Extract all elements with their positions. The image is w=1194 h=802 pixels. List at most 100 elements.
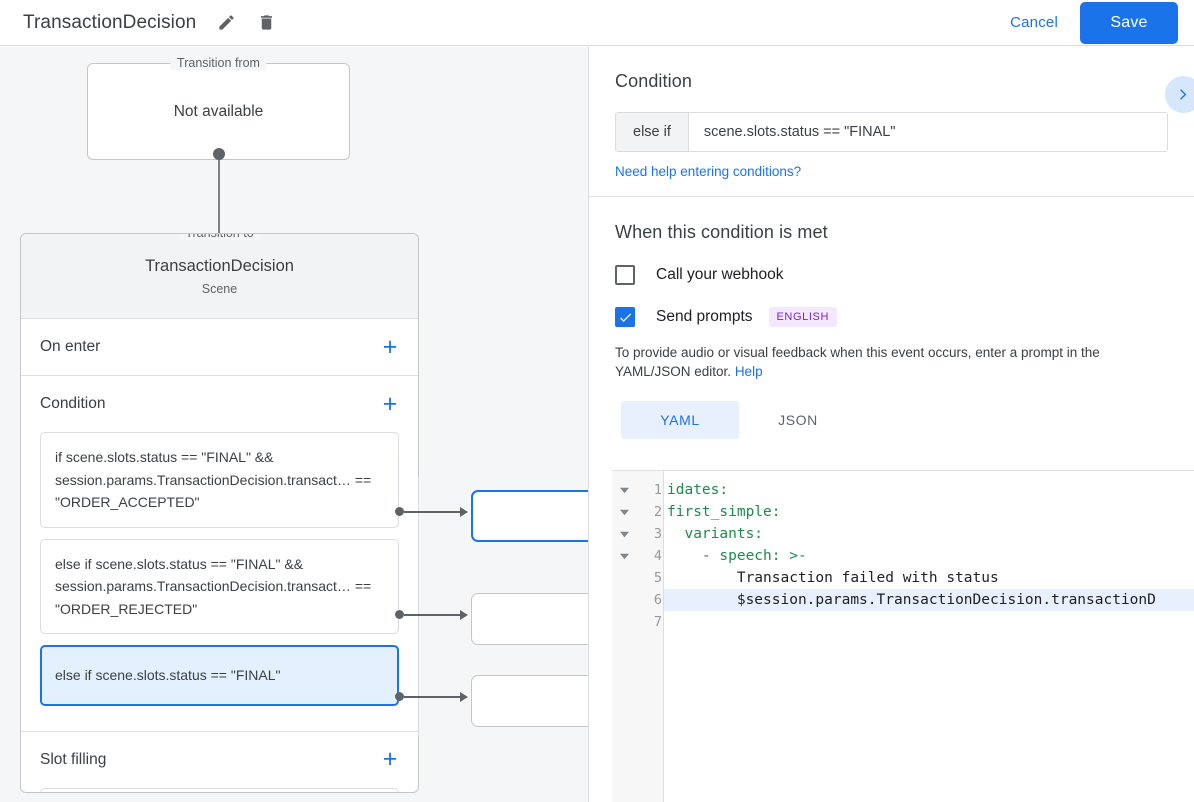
section-condition-title: Condition — [40, 395, 106, 412]
tab-yaml[interactable]: YAML — [621, 401, 739, 439]
cancel-button[interactable]: Cancel — [1000, 6, 1068, 39]
target-node-1[interactable] — [471, 490, 588, 542]
delete-trash-icon[interactable] — [254, 11, 278, 35]
code-line[interactable]: first_simple: — [664, 501, 1194, 523]
code-token-key: - speech: >- — [667, 548, 807, 564]
connector-arrowhead-icon — [460, 610, 468, 620]
connector-2 — [395, 610, 475, 620]
connector-line — [404, 614, 462, 616]
canvas-inner: Transition from Not available Transition… — [0, 47, 588, 802]
line-number: 1 — [653, 482, 662, 498]
condition-list-item[interactable]: else if scene.slots.status == "FINAL" &&… — [40, 538, 399, 634]
line-number: 5 — [653, 570, 662, 586]
code-token-text: $session.params.TransactionDecision.tran… — [667, 592, 1156, 608]
scene-type: Scene — [201, 281, 238, 296]
section-slot-filling: Slot filling + Slot validation — [21, 732, 418, 792]
when-condition-met-section: When this condition is met Call your web… — [589, 197, 1194, 439]
code-token-text: Transaction failed with status — [667, 570, 999, 586]
section-condition-body: if scene.slots.status == "FINAL" && sess… — [21, 432, 418, 731]
call-webhook-label: Call your webhook — [656, 266, 784, 283]
condition-field[interactable]: else if — [615, 112, 1168, 152]
add-on-enter-icon[interactable]: + — [382, 332, 398, 361]
code-line[interactable] — [664, 611, 1194, 633]
connector-dot — [395, 507, 404, 516]
slot-validation-item[interactable]: Slot validation — [40, 787, 399, 792]
connector-1 — [395, 507, 475, 517]
section-condition-header: Condition + — [21, 376, 418, 432]
code-line[interactable]: - speech: >- — [664, 545, 1194, 567]
section-on-enter: On enter + — [21, 319, 418, 376]
condition-list-item-selected[interactable]: else if scene.slots.status == "FINAL" — [40, 645, 399, 706]
edit-pencil-icon[interactable] — [214, 11, 238, 35]
condition-details-panel: Condition else if Need help entering con… — [588, 47, 1194, 802]
fold-toggle-icon[interactable] — [612, 545, 636, 567]
code-line[interactable]: Transaction failed with status — [664, 567, 1194, 589]
transition-to-legend: Transition to — [178, 234, 261, 240]
scene-graph-canvas[interactable]: Transition from Not available Transition… — [0, 47, 588, 802]
connector-line — [404, 696, 462, 698]
transition-from-card: Transition from Not available — [87, 56, 350, 160]
scene-name: TransactionDecision — [145, 256, 294, 275]
condition-list-item[interactable]: if scene.slots.status == "FINAL" && sess… — [40, 432, 399, 528]
transition-from-value: Not available — [173, 102, 264, 120]
save-button[interactable]: Save — [1080, 1, 1178, 44]
fold-toggle-icon[interactable] — [612, 523, 636, 545]
section-slot-filling-body: Slot validation — [21, 787, 418, 792]
when-condition-met-heading: When this condition is met — [615, 222, 828, 242]
code-token-key: variants: — [667, 526, 764, 542]
code-line[interactable]: idates: — [664, 479, 1194, 501]
editor-line-numbers: 1 2 3 4 5 6 7 — [636, 471, 664, 802]
prompt-hint-text: To provide audio or visual feedback when… — [615, 343, 1168, 381]
scene-card-header[interactable]: TransactionDecision Scene — [21, 234, 418, 319]
call-webhook-checkbox[interactable] — [615, 265, 635, 285]
editor-format-tabs: YAML JSON — [621, 401, 1168, 439]
editor-code-area[interactable]: idates: first_simple: variants: - speech… — [664, 471, 1194, 802]
line-number: 2 — [653, 504, 662, 520]
language-badge: ENGLISH — [768, 307, 837, 327]
code-line[interactable]: variants: — [664, 523, 1194, 545]
line-number: 7 — [653, 614, 662, 630]
target-node-3[interactable] — [471, 675, 588, 727]
condition-section: Condition else if Need help entering con… — [589, 47, 1194, 181]
connector-dot — [395, 610, 404, 619]
panel-divider — [589, 196, 1194, 197]
code-token-key: first_simple: — [667, 504, 781, 520]
chevron-right-icon — [1180, 89, 1187, 100]
section-on-enter-header: On enter + — [21, 319, 418, 375]
send-prompts-row[interactable]: Send prompts ENGLISH — [615, 307, 1168, 327]
add-condition-icon[interactable]: + — [382, 389, 398, 418]
fold-toggle-icon[interactable] — [612, 501, 636, 523]
section-condition: Condition + if scene.slots.status == "FI… — [21, 376, 418, 732]
condition-prefix-label: else if — [616, 113, 689, 151]
section-on-enter-title: On enter — [40, 338, 101, 355]
transition-to-scene-card: Transition to TransactionDecision Scene … — [20, 233, 419, 793]
connector-arrowhead-icon — [460, 507, 468, 517]
connector-arrowhead-icon — [460, 692, 468, 702]
yaml-code-editor[interactable]: 1 2 3 4 5 6 7 idates: first_simple: vari… — [612, 470, 1194, 802]
send-prompts-checkbox[interactable] — [615, 307, 635, 327]
connector-3 — [395, 692, 475, 702]
connector-dot — [395, 692, 404, 701]
condition-input[interactable] — [688, 113, 1167, 151]
section-slot-filling-header: Slot filling + — [21, 732, 418, 788]
top-app-bar: TransactionDecision Cancel Save — [0, 0, 1194, 46]
editor-fold-gutter — [612, 471, 636, 802]
prompt-help-link[interactable]: Help — [734, 364, 763, 379]
line-number: 3 — [653, 526, 662, 542]
line-number: 4 — [653, 548, 662, 564]
prompt-hint-body: To provide audio or visual feedback when… — [615, 345, 1100, 379]
connector-rail — [418, 477, 419, 735]
send-prompts-label: Send prompts — [656, 308, 753, 325]
page-title: TransactionDecision — [23, 11, 197, 33]
code-line-active[interactable]: $session.params.TransactionDecision.tran… — [664, 589, 1194, 611]
fold-toggle-icon[interactable] — [612, 479, 636, 501]
transition-from-legend: Transition from — [170, 56, 267, 70]
add-slot-filling-icon[interactable]: + — [382, 745, 398, 773]
target-node-2[interactable] — [471, 593, 588, 645]
call-webhook-row[interactable]: Call your webhook — [615, 265, 1168, 285]
panel-heading: Condition — [615, 71, 692, 91]
tab-json[interactable]: JSON — [778, 412, 818, 428]
expand-panel-button[interactable] — [1165, 76, 1194, 113]
connector-line — [404, 511, 462, 513]
condition-help-link[interactable]: Need help entering conditions? — [615, 164, 802, 179]
